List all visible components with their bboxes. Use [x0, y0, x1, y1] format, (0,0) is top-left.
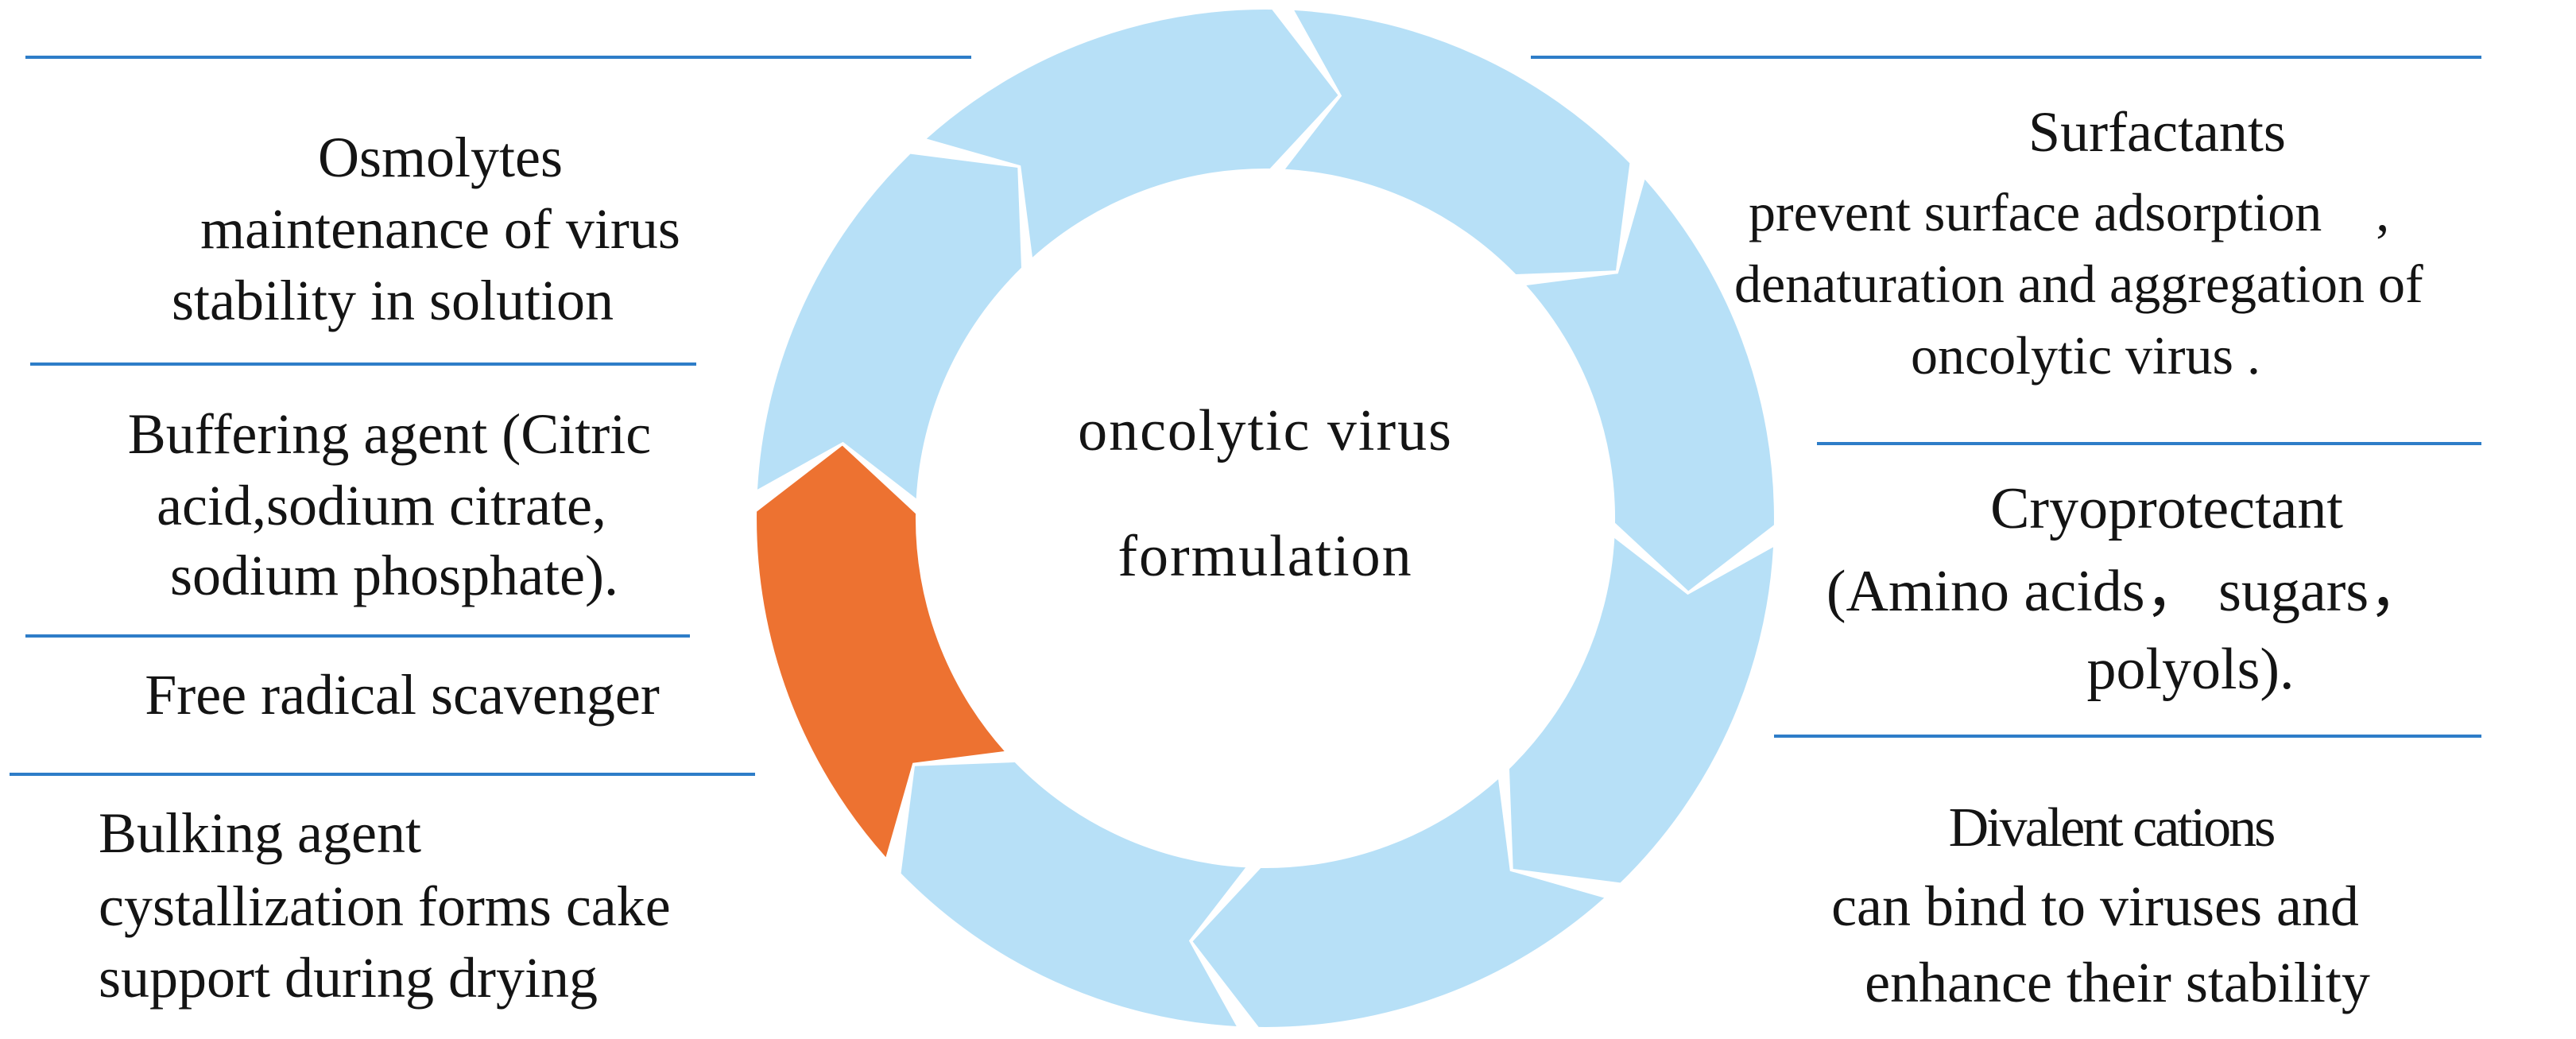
buffering-desc-line2: sodium phosphate). [170, 544, 618, 607]
surfactants-desc-line1: prevent surface adsorption , [1749, 182, 2389, 242]
cycle-segment-top-right [1284, 10, 1630, 274]
divalent-desc-line1: can bind to viruses and [1831, 874, 2359, 938]
cycle-segment-bottom-right [1192, 779, 1605, 1027]
osmolytes-desc-line1: maintenance of virus [200, 197, 680, 261]
divalent-title: Divalent cations [1949, 797, 2275, 859]
cycle-segment-left [757, 153, 1021, 499]
cycle-segment-bottom [901, 762, 1246, 1026]
osmolytes-title: Osmolytes [318, 126, 563, 189]
cycle-segment-right-upper [1526, 179, 1774, 591]
cryoprotectant-title: Cryoprotectant [1990, 476, 2343, 541]
cryoprotectant-block: Cryoprotectant (Amino acids， sugars， pol… [1826, 476, 2427, 702]
surfactants-desc-line3: oncolytic virus . [1911, 325, 2260, 386]
surfactants-block: Surfactants prevent surface adsorption ,… [1734, 100, 2423, 386]
center-title-line2: formulation [1118, 524, 1412, 589]
buffering-title: Buffering agent (Citric [128, 402, 651, 466]
surfactants-title: Surfactants [2028, 100, 2286, 164]
buffering-agent-block: Buffering agent (Citric acid,sodium citr… [128, 402, 651, 607]
cycle-segment-bottom-left [757, 445, 1005, 858]
cryoprotectant-desc-line1: (Amino acids， sugars， [1826, 559, 2427, 624]
divalent-desc-line2: enhance their stability [1865, 951, 2370, 1014]
buffering-desc-line1: acid,sodium citrate, [157, 474, 606, 537]
divalent-cations-block: Divalent cations can bind to viruses and… [1831, 797, 2370, 1014]
osmolytes-desc-line2: stability in solution [172, 269, 614, 332]
bulking-agent-block: Bulking agent cystallization forms cake … [99, 801, 671, 1010]
osmolytes-block: Osmolytes maintenance of virus stability… [172, 126, 680, 332]
cryoprotectant-desc-line2: polyols). [2086, 637, 2294, 702]
bulking-desc-line2: support during drying [99, 946, 598, 1010]
surfactants-desc-line2: denaturation and aggregation of [1734, 254, 2423, 314]
cycle-ring [757, 10, 1774, 1027]
cycle-segment-top-left [926, 10, 1338, 258]
free-radical-scavenger-label: Free radical scavenger [145, 663, 660, 727]
cycle-segment-right-lower [1509, 537, 1773, 883]
bulking-title: Bulking agent [99, 801, 421, 865]
bulking-desc-line1: cystallization forms cake [99, 874, 671, 938]
center-title-line1: oncolytic virus [1078, 398, 1453, 463]
